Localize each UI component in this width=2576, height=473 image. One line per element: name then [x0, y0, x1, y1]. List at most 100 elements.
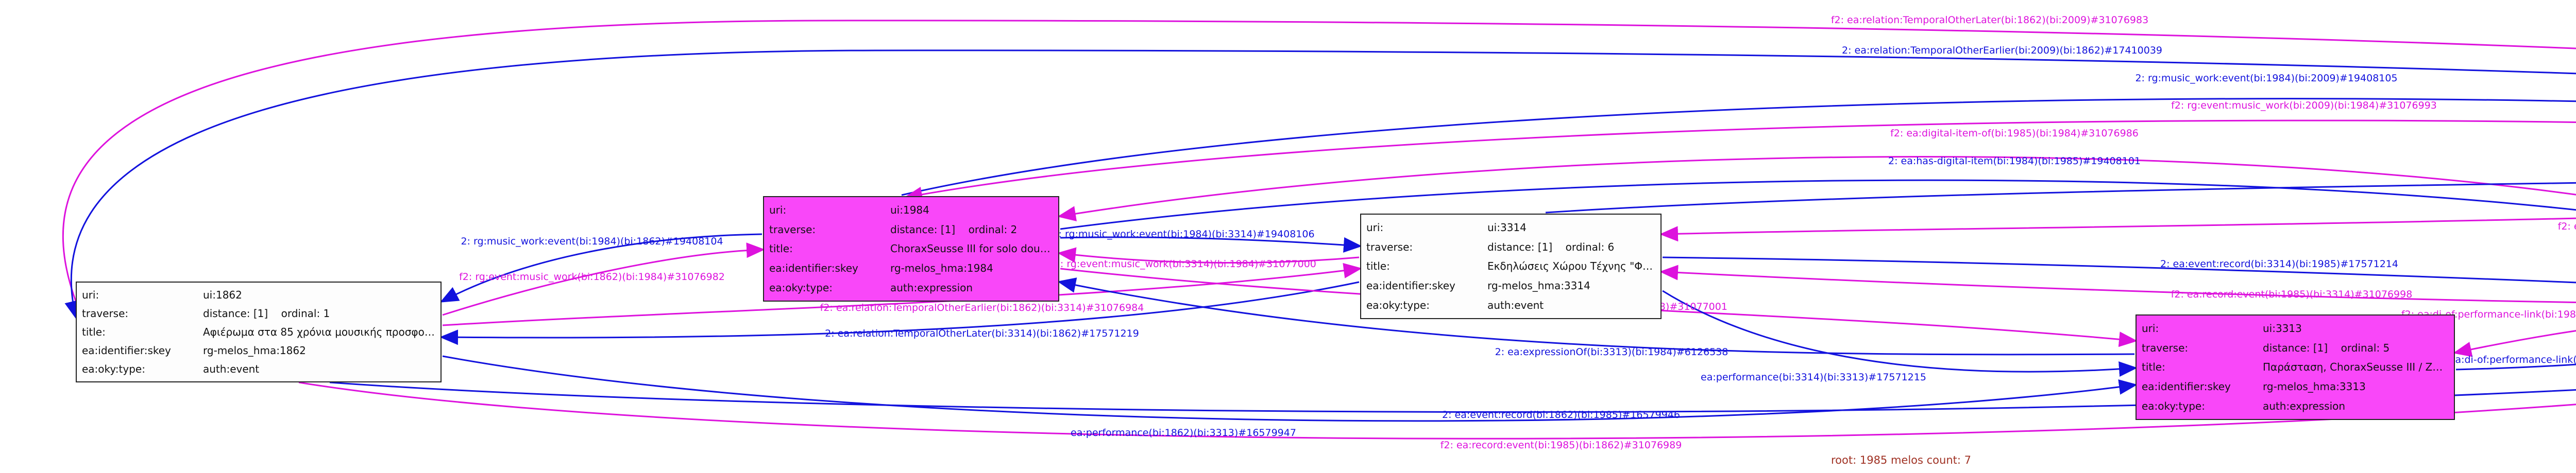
skey-label: ea:identifier:skey [1366, 279, 1455, 292]
edge-label: f2: ea:record:event(bi:1985)(bi:3314)#31… [2171, 289, 2413, 300]
edge-label: f2: rg:event:music_work(bi:3314)(bi:1984… [1050, 258, 1316, 270]
edge-path [2455, 363, 2576, 371]
traverse-label: traverse: [82, 307, 129, 320]
edge-label: 2: rg:music_work:event(bi:1984)(bi:3314)… [1052, 229, 1315, 240]
type-value: auth:expression [890, 282, 973, 294]
edge-path [64, 49, 2576, 320]
edge-path [1060, 236, 1362, 253]
graph-node-1862[interactable]: uri: ui:1862 traverse: distance: [1] ord… [76, 282, 442, 382]
uri-value: ui:1862 [203, 289, 242, 301]
edge-label: f2: ea:record:event(bi:1985)(bi:1862)#31… [1440, 440, 1682, 451]
uri-value: ui:1984 [890, 203, 929, 216]
edge-path [1057, 247, 1360, 264]
type-label: ea:oky:type: [769, 282, 833, 294]
uri-value: ui:3313 [2263, 322, 2302, 335]
edge-path [1659, 265, 2576, 303]
traverse-value: distance: [1] ordinal: 1 [203, 307, 330, 320]
node-title-row: title: Εκδηλώσεις Χώρου Τέχνης "Φωτήρι Φ… [1366, 259, 1655, 273]
edge-label: 2: ea:relation:TemporalOtherEarlier(bi:2… [1842, 45, 2162, 56]
title-value: Εκδηλώσεις Χώρου Τέχνης "Φωτήρι Φούρνος"… [1487, 260, 1655, 273]
type-label: ea:oky:type: [82, 363, 145, 375]
title-label: title: [82, 326, 106, 338]
node-uri-row: uri: ui:3314 [1366, 221, 1655, 234]
node-traverse-row: traverse: distance: [1] ordinal: 1 [82, 307, 435, 320]
node-uri-row: uri: ui:3313 [2142, 322, 2449, 335]
graph-node-3313[interactable]: uri: ui:3313 traverse: distance: [1] ord… [2136, 314, 2455, 420]
node-uri-row: uri: ui:1984 [769, 203, 1053, 217]
node-title-row: title: Παράσταση, ChoraxSeusse III / Zer… [2142, 360, 2449, 374]
skey-value: rg-melos_hma:3314 [1487, 279, 1590, 292]
node-uri-row: uri: ui:1862 [82, 288, 435, 302]
edge-path [1060, 179, 2576, 230]
uri-label: uri: [82, 289, 99, 301]
root-note: root: 1985 melos count: 7 [1831, 454, 1972, 466]
node-traverse-row: traverse: distance: [1] ordinal: 2 [769, 223, 1053, 236]
edge-label: 2: ea:has-digital-item(bi:1984)(bi:1985)… [1888, 155, 2141, 167]
edge-label: 2: ea:expressionOf(bi:3313)(bi:1984)#612… [1495, 346, 1728, 358]
type-value: auth:event [203, 363, 260, 375]
uri-label: uri: [769, 203, 787, 216]
node-skey-row: ea:identifier:skey rg-melos_hma:3314 [1366, 279, 1655, 292]
skey-label: ea:identifier:skey [769, 262, 858, 275]
edge-path [442, 355, 2138, 422]
title-value: ChoraxSeusse III for solo double bass [890, 242, 1053, 255]
traverse-value: distance: [1] ordinal: 5 [2263, 341, 2390, 354]
type-label: ea:oky:type: [2142, 400, 2205, 413]
traverse-value: distance: [1] ordinal: 6 [1487, 240, 1615, 253]
node-skey-row: ea:identifier:skey rg-melos_hma:3313 [2142, 380, 2449, 393]
node-type-row: ea:oky:type: auth:expression [2142, 399, 2449, 413]
node-type-row: ea:oky:type: auth:event [82, 362, 435, 376]
edge-label: ea:performance(bi:1862)(bi:3313)#1657994… [1071, 427, 1296, 439]
edge-path [62, 20, 2576, 302]
edge-path [1662, 290, 2138, 377]
uri-value: ui:3314 [1487, 221, 1527, 234]
traverse-label: traverse: [1366, 240, 1413, 253]
skey-value: rg-melos_hma:3313 [2263, 380, 2366, 393]
graph-node-3314[interactable]: uri: ui:3314 traverse: distance: [1] ord… [1360, 214, 1662, 319]
edge-label: f2: rg:event:music_work(bi:1862)(bi:1984… [459, 271, 725, 283]
edge-path [439, 233, 762, 303]
edge-path [2453, 330, 2576, 357]
node-skey-row: ea:identifier:skey rg-melos_hma:1984 [769, 261, 1053, 275]
type-label: ea:oky:type: [1366, 299, 1430, 312]
edge-label: 2: rg:music_work:event(bi:1984)(bi:1862)… [461, 236, 723, 247]
edge-label: f2: ea:digital-item-of(bi:1985)(bi:1984)… [1890, 128, 2139, 139]
node-traverse-row: traverse: distance: [1] ordinal: 5 [2142, 341, 2449, 355]
skey-label: ea:identifier:skey [2142, 380, 2231, 393]
skey-value: rg-melos_hma:1984 [890, 262, 993, 275]
edge-path [904, 119, 2576, 202]
type-value: auth:expression [2263, 400, 2346, 413]
type-value: auth:event [1487, 299, 1544, 312]
node-traverse-row: traverse: distance: [1] ordinal: 6 [1366, 240, 1655, 254]
edge-path [1057, 277, 2135, 356]
title-value: Παράσταση, ChoraxSeusse III / Zervos, Ge… [2263, 361, 2449, 374]
node-title-row: title: ChoraxSeusse III for solo double … [769, 242, 1053, 255]
traverse-label: traverse: [769, 223, 816, 236]
uri-label: uri: [2142, 322, 2159, 335]
edge-path [442, 262, 1362, 326]
uri-label: uri: [1366, 221, 1384, 234]
edge-label: f2: ea:relation:TemporalOtherEarlier(bi:… [2557, 221, 2576, 232]
edge-path [298, 381, 2576, 440]
edge-path [442, 242, 765, 316]
edge-label: f2: ea:relation:TemporalOtherLater(bi:18… [1831, 14, 2149, 26]
edge-path [1662, 256, 2576, 284]
title-label: title: [2142, 361, 2165, 374]
title-label: title: [1366, 260, 1390, 273]
node-title-row: title: Αφιέρωμα στα 85 χρόνια μουσικής π… [82, 325, 435, 339]
edge-label: 2: rg:music_work:event(bi:1984)(bi:2009)… [2135, 73, 2398, 84]
traverse-label: traverse: [2142, 341, 2189, 354]
node-type-row: ea:oky:type: auth:event [1366, 299, 1655, 312]
edge-label: 2: ea:event:record(bi:1862)(bi:1985)#165… [1442, 409, 1680, 421]
edge-label: f2: ea:relation:TemporalOtherEarlier(bi:… [820, 302, 1144, 313]
graph-node-1984[interactable]: uri: ui:1984 traverse: distance: [1] ord… [763, 196, 1059, 302]
edge-label: 2: ea:event:record(bi:3314)(bi:1985)#175… [2160, 258, 2398, 270]
edge-label: f2: rg:event:music_work(bi:2009)(bi:1984… [2171, 100, 2437, 111]
edge-path [1057, 156, 2576, 222]
edge-path [1545, 182, 2576, 214]
node-type-row: ea:oky:type: auth:expression [769, 281, 1053, 294]
edge-label: ea:performance(bi:3314)(bi:3313)#1757121… [1701, 372, 1926, 383]
edge-path [439, 281, 1360, 345]
